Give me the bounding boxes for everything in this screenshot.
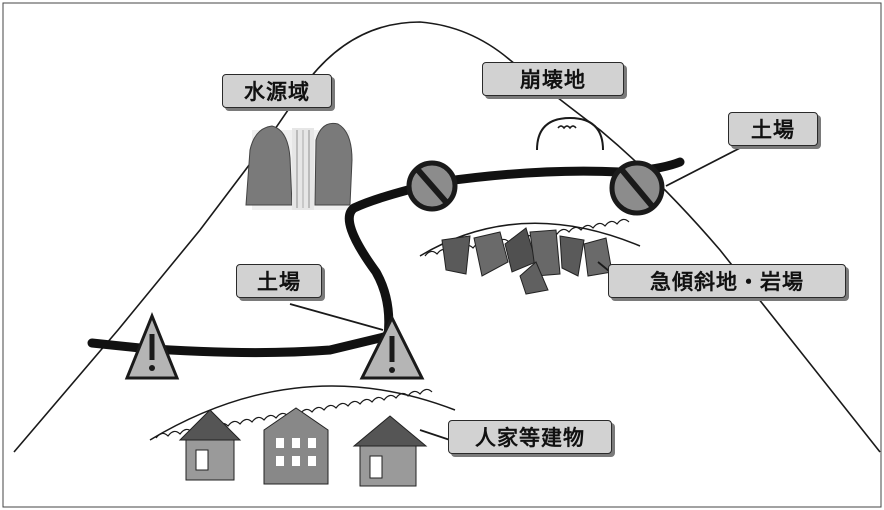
label-earth-fill-top: 土場: [728, 112, 818, 146]
house-icon: [178, 409, 242, 481]
rock-icon: [519, 261, 549, 295]
prohibited-sign-icon: [609, 160, 665, 216]
label-steep-slope: 急傾斜地・岩場: [608, 264, 846, 298]
rock-icon: [559, 235, 585, 277]
waterfall-icon: [245, 122, 353, 210]
forest-road: [87, 157, 685, 358]
prohibited-sign-icon: [406, 160, 458, 212]
house-icon: [352, 415, 428, 487]
rock-icon: [441, 235, 471, 275]
collapse-dome: [536, 116, 604, 151]
label-water-source: 水源域: [222, 74, 332, 108]
rock-icon: [473, 231, 509, 277]
callout-pointer: [419, 429, 451, 441]
label-houses: 人家等建物: [448, 420, 612, 454]
mountain-outline: [13, 21, 881, 453]
callout-pointer: [289, 303, 384, 331]
houses-group: [149, 385, 456, 487]
steep-slope-rocks: [419, 218, 641, 295]
building-icon: [263, 407, 329, 485]
warning-sign-icon: [359, 314, 425, 380]
callout-pointer: [665, 147, 741, 187]
warning-sign-icon: [124, 311, 180, 380]
label-collapse-area: 崩壊地: [482, 62, 624, 96]
label-earth-fill-left: 土場: [236, 264, 322, 298]
